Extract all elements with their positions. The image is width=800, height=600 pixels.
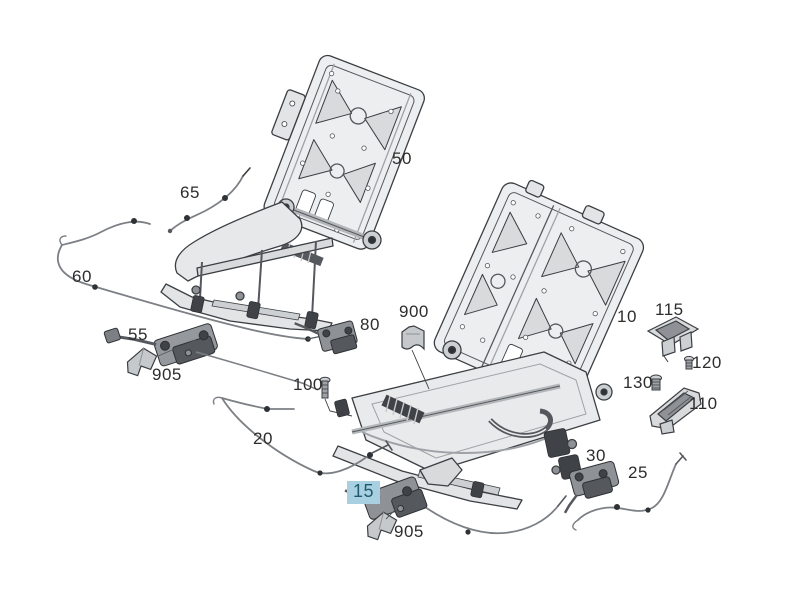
part-label-900[interactable]: 900 (399, 302, 429, 321)
leader-905-bottom (385, 506, 399, 520)
part-100-screw-drawing (319, 376, 353, 417)
cable-15-drawing (424, 495, 567, 535)
leader-905-left (157, 339, 197, 357)
cover-icon-900 (401, 325, 430, 390)
part-label-20[interactable]: 20 (253, 429, 273, 448)
part-30-latch-drawing (563, 460, 620, 514)
part-label-65[interactable]: 65 (180, 183, 200, 202)
part-label-15-selected[interactable]: 15 (347, 481, 381, 504)
part-120-clip-drawing (684, 355, 694, 370)
part-label-905[interactable]: 905 (394, 522, 424, 541)
direction-arrow-icon-905-bottom (366, 511, 398, 541)
part-label-100[interactable]: 100 (293, 375, 323, 394)
cable-20-drawing (212, 396, 393, 476)
direction-arrow-icon-905-left (126, 347, 158, 377)
part-110-bracket-drawing (649, 387, 702, 435)
part-label-60[interactable]: 60 (72, 267, 92, 286)
part-label-80[interactable]: 80 (360, 315, 380, 334)
part-label-120[interactable]: 120 (692, 353, 722, 372)
cable-25-drawing (572, 452, 687, 531)
part-label-130[interactable]: 130 (623, 373, 653, 392)
part-label-50[interactable]: 50 (392, 149, 412, 168)
part-80-latch-drawing (294, 320, 358, 355)
cable-65-drawing (61, 167, 251, 246)
part-label-10[interactable]: 10 (617, 307, 637, 326)
left-seat-frame-drawing (160, 54, 425, 332)
part-label-55[interactable]: 55 (128, 325, 148, 344)
part-label-25[interactable]: 25 (628, 463, 648, 482)
part-label-110[interactable]: 110 (689, 394, 718, 413)
part-label-30[interactable]: 30 (586, 446, 606, 465)
part-label-905[interactable]: 905 (152, 365, 182, 384)
right-seat-frame-drawing (332, 179, 645, 510)
part-130-screw-drawing (650, 374, 662, 391)
part-label-115[interactable]: 115 (655, 300, 684, 319)
cable-55-drawing (195, 351, 319, 391)
part-115-bracket-drawing (646, 316, 700, 363)
